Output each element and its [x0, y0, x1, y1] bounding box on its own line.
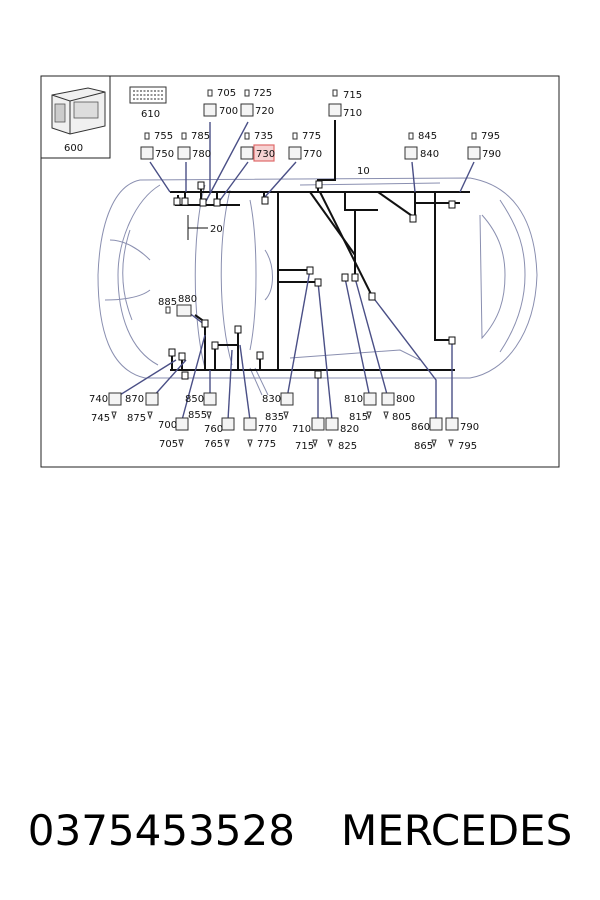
control-unit-600-icon: [51, 87, 106, 135]
label-870: 870: [125, 394, 144, 405]
label-710-bottom: 710: [292, 424, 311, 435]
label-710-top: 710: [343, 108, 362, 119]
label-730-top: 730: [256, 149, 275, 160]
label-780-top: 780: [192, 149, 211, 160]
label-705-top: 705: [217, 88, 236, 99]
inset-box-600: [40, 75, 111, 159]
part-number: 0375453528: [27, 805, 295, 855]
branch-wires: [114, 121, 475, 421]
label-735-top: 735: [254, 131, 273, 142]
label-835: 835: [265, 412, 284, 423]
label-765: 765: [204, 439, 223, 450]
label-815: 815: [349, 412, 368, 423]
label-720-top: 720: [255, 106, 274, 117]
label-760: 760: [204, 424, 223, 435]
brand-name: MERCEDES: [340, 805, 573, 855]
label-785-top: 785: [191, 131, 210, 142]
label-850: 850: [185, 394, 204, 405]
wiring-diagram: 600 610: [40, 75, 560, 468]
label-700-top: 700: [219, 106, 238, 117]
label-745: 745: [91, 413, 110, 424]
harness-connectors: [168, 180, 456, 380]
label-705-bottom: 705: [159, 439, 178, 450]
label-700-bottom: 700: [158, 420, 177, 431]
label-725-top: 725: [253, 88, 272, 99]
label-755-top: 755: [154, 131, 173, 142]
label-855: 855: [188, 410, 207, 421]
label-10: 10: [357, 166, 370, 177]
label-825: 825: [338, 441, 357, 452]
label-880: 880: [178, 294, 197, 305]
label-790-top: 790: [482, 149, 501, 160]
label-770-top: 770: [303, 149, 322, 160]
footer-caption: 0375453528 MERCEDES: [0, 795, 600, 865]
label-750-top: 750: [155, 149, 174, 160]
label-875: 875: [127, 413, 146, 424]
label-860: 860: [411, 422, 430, 433]
label-770-bottom: 770: [258, 424, 277, 435]
label-20: 20: [210, 224, 223, 235]
label-775-bottom: 775: [257, 439, 276, 450]
label-790-bottom: 790: [460, 422, 479, 433]
label-845-top: 845: [418, 131, 437, 142]
label-715-top: 715: [343, 90, 362, 101]
connector-610-icon: [129, 86, 167, 104]
diagram-frame: [40, 75, 560, 468]
label-810: 810: [344, 394, 363, 405]
label-715-bottom: 715: [295, 441, 314, 452]
label-865: 865: [414, 441, 433, 452]
label-820: 820: [340, 424, 359, 435]
label-800: 800: [396, 394, 415, 405]
label-740: 740: [89, 394, 108, 405]
label-805: 805: [392, 412, 411, 423]
component-symbols: [108, 89, 481, 448]
label-775-top: 775: [302, 131, 321, 142]
label-610: 610: [141, 109, 160, 120]
label-840-top: 840: [420, 149, 439, 160]
label-795-top: 795: [481, 131, 500, 142]
label-830: 830: [262, 394, 281, 405]
highlight-730: [253, 144, 275, 162]
label-600: 600: [64, 143, 83, 154]
label-885: 885: [158, 297, 177, 308]
label-795-bottom: 795: [458, 441, 477, 452]
